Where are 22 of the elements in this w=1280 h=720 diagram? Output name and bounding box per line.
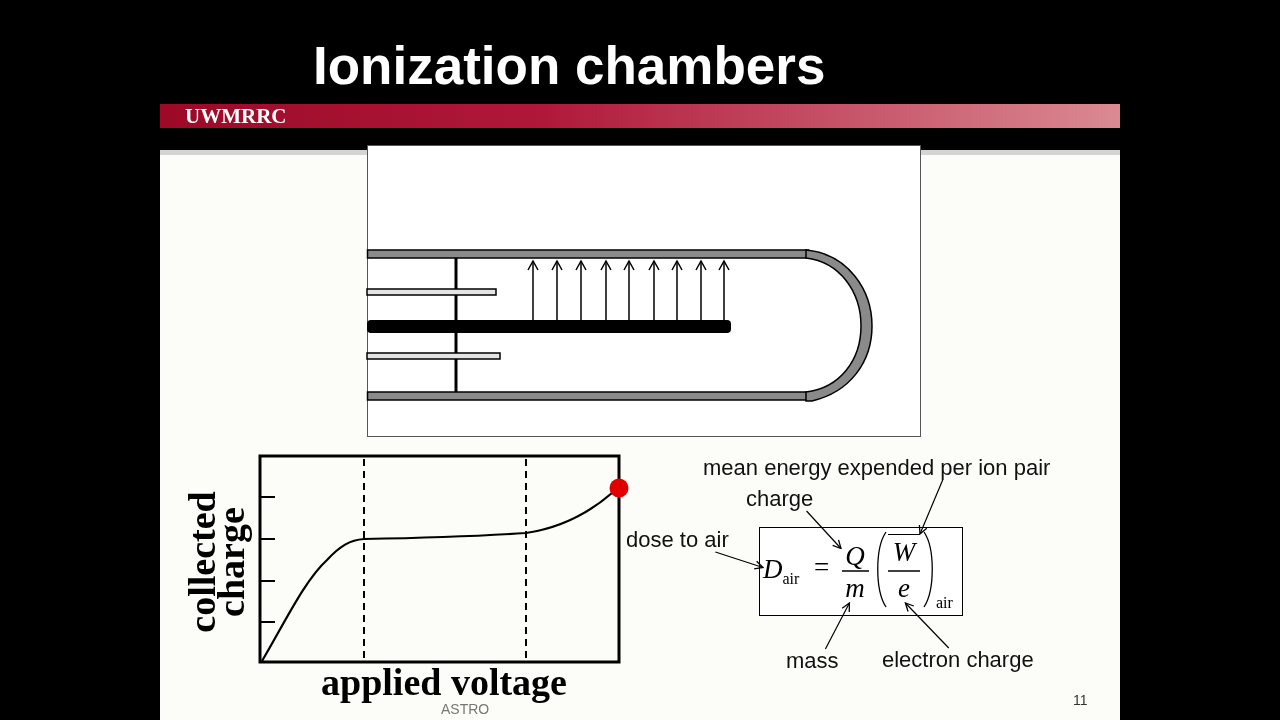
slide-number: 11 [1073,692,1088,708]
leader-line [904,602,950,649]
leader-line [824,602,851,650]
organization-name: UWMRRC [185,104,287,128]
annotation-text: mass [786,649,839,673]
formula-symbol: m [841,573,869,603]
annotation-text: dose to air [626,528,729,552]
formula-symbol: Q [841,541,869,571]
formula-box [759,527,963,616]
footer-text: ASTRO [441,701,490,717]
equals-sign: = [814,552,830,582]
axis-title: collected charge [179,490,253,635]
annotation-text: electron charge [882,648,1034,672]
subscript-text: air [936,594,953,612]
leader-line [805,510,842,550]
formula-symbol: D$_{air}$ [763,554,800,584]
annotation-text: charge [746,487,814,511]
leader-line [918,479,944,535]
slide-title: Ionization chambers [313,36,826,96]
formula-symbol: e [890,573,918,603]
annotation-text: mean energy expended per ion pair [703,456,1051,480]
leader-line [714,551,764,570]
